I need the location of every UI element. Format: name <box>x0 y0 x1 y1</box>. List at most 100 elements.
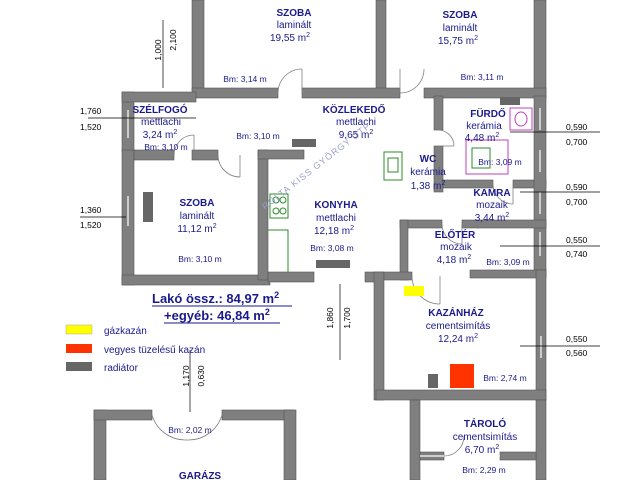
summary-other: +egyéb: 46,84 m2 <box>164 307 270 323</box>
dimension-lines <box>80 20 600 412</box>
svg-text:laminált: laminált <box>277 20 312 31</box>
dim-label: 1,520 <box>80 220 102 230</box>
room-garazs: GARÁZS Bm: 2,02 m <box>168 425 221 480</box>
dim-label: 0,550 <box>566 235 588 245</box>
dim-label: 1,700 <box>342 307 352 329</box>
legend-swatch-wood-boiler <box>66 344 92 353</box>
svg-text:3,24 m2: 3,24 m2 <box>143 129 178 141</box>
room-eloter: ELŐTÉR mozaik 4,18 m2 Bm: 3,09 m <box>435 228 530 267</box>
dim-label: 1,360 <box>80 205 102 215</box>
room-szelfogo: SZÉLFOGÓ mettlachi 3,24 m2 Bm: 3,10 m <box>133 103 188 152</box>
svg-text:laminált: laminált <box>443 23 478 34</box>
doors <box>151 68 514 457</box>
svg-text:Bm: 2,74 m: Bm: 2,74 m <box>483 373 526 383</box>
svg-text:laminált: laminált <box>180 211 215 222</box>
svg-text:Bm: 3,10 m: Bm: 3,10 m <box>178 254 221 264</box>
svg-text:KAZÁNHÁZ: KAZÁNHÁZ <box>428 306 484 319</box>
room-labels: SZOBA laminált 19,55 m2 Bm: 3,14 m SZOBA… <box>133 8 530 480</box>
svg-text:WC: WC <box>420 154 437 165</box>
room-szoba-3: SZOBA laminált 11,12 m2 Bm: 3,10 m <box>177 198 221 264</box>
dim-label: 0,550 <box>566 334 588 344</box>
dim-label: 1,860 <box>325 307 335 329</box>
svg-text:mettlachi: mettlachi <box>141 117 181 128</box>
legend-swatch-gas-boiler <box>65 324 93 335</box>
windows <box>127 108 542 457</box>
svg-text:kerámia: kerámia <box>410 167 446 178</box>
radiators <box>143 97 520 388</box>
svg-text:6,70 m2: 6,70 m2 <box>465 444 500 456</box>
svg-text:ELŐTÉR: ELŐTÉR <box>435 228 476 241</box>
svg-text:kerámia: kerámia <box>466 121 502 132</box>
svg-text:Bm: 3,10 m: Bm: 3,10 m <box>236 131 279 141</box>
legend-swatch-radiator <box>66 362 92 371</box>
svg-text:Bm: 3,14 m: Bm: 3,14 m <box>223 74 266 84</box>
svg-text:Bm: 3,11 m: Bm: 3,11 m <box>461 72 504 82</box>
kitchen-fixtures <box>268 151 403 272</box>
dim-label: 1,760 <box>80 106 102 116</box>
dim-label: 1,170 <box>181 365 191 387</box>
bathroom-fixtures <box>465 107 533 175</box>
room-wc: WC kerámia 1,38 m2 <box>410 154 446 192</box>
svg-text:SZÉLFOGÓ: SZÉLFOGÓ <box>133 103 188 116</box>
svg-text:12,18 m2: 12,18 m2 <box>314 225 354 237</box>
dim-label: 1,000 <box>153 39 163 61</box>
dim-label: 0,630 <box>196 365 206 387</box>
room-furdo: FÜRDŐ kerámia 4,48 m2 Bm: 3,09 m <box>465 107 522 167</box>
svg-text:4,48 m2: 4,48 m2 <box>465 132 500 144</box>
svg-text:12,24 m2: 12,24 m2 <box>438 333 478 345</box>
svg-text:KÖZLEKEDŐ: KÖZLEKEDŐ <box>323 103 386 116</box>
gas-boiler <box>404 286 424 296</box>
svg-text:SZOBA: SZOBA <box>443 10 478 21</box>
dim-label: 0,560 <box>566 348 588 358</box>
dim-label: 0,700 <box>566 137 588 147</box>
svg-text:radiátor: radiátor <box>104 363 139 374</box>
svg-text:GARÁZS: GARÁZS <box>179 469 222 480</box>
svg-text:11,12 m2: 11,12 m2 <box>177 223 216 235</box>
dim-label: 1,520 <box>80 122 102 132</box>
dim-label: 0,740 <box>566 249 588 259</box>
room-kamra: KAMRA mozaik 3,44 m2 <box>473 188 510 224</box>
svg-text:KONYHA: KONYHA <box>314 200 357 211</box>
svg-text:mozaik: mozaik <box>440 242 473 253</box>
svg-text:3,44 m2: 3,44 m2 <box>475 212 510 224</box>
svg-text:Bm: 3,09 m: Bm: 3,09 m <box>486 257 529 267</box>
wood-boiler <box>450 364 474 388</box>
dim-label: 2,100 <box>168 29 178 51</box>
room-kazanhaz: KAZÁNHÁZ cementsimítás 12,24 m2 Bm: 2,74… <box>426 306 527 383</box>
room-kozlekedo: KÖZLEKEDŐ mettlachi 9,65 m2 Bm: 3,10 m <box>236 103 385 141</box>
svg-text:KAMRA: KAMRA <box>473 188 510 199</box>
dimension-labels: 1,000 2,100 1,760 1,520 1,360 1,520 0,59… <box>80 29 588 387</box>
room-konyha: KONYHA mettlachi 12,18 m2 Bm: 3,08 m <box>310 200 357 253</box>
area-summary: Lakó össz.: 84,97 m2 +egyéb: 46,84 m2 <box>152 290 292 324</box>
svg-text:4,18 m2: 4,18 m2 <box>437 254 472 266</box>
svg-text:vegyes tüzelésű kazán: vegyes tüzelésű kazán <box>104 345 205 356</box>
room-tarolo: TÁROLÓ cementsimítás 6,70 m2 Bm: 2,29 m <box>453 417 517 475</box>
svg-text:15,75 m2: 15,75 m2 <box>438 35 478 47</box>
svg-text:Bm: 3,10 m: Bm: 3,10 m <box>144 142 187 152</box>
svg-text:cementsimítás: cementsimítás <box>426 321 490 332</box>
svg-text:SZOBA: SZOBA <box>277 8 312 19</box>
svg-text:SZOBA: SZOBA <box>180 198 215 209</box>
svg-text:TÁROLÓ: TÁROLÓ <box>464 417 506 430</box>
summary-living: Lakó össz.: 84,97 m2 <box>152 290 279 306</box>
svg-text:mettlachi: mettlachi <box>336 117 376 128</box>
svg-text:mozaik: mozaik <box>476 200 509 211</box>
svg-text:1,38 m2: 1,38 m2 <box>411 180 446 192</box>
svg-text:19,55 m2: 19,55 m2 <box>270 32 310 44</box>
room-szoba-1: SZOBA laminált 19,55 m2 Bm: 3,14 m <box>223 8 311 84</box>
walls <box>93 0 547 480</box>
svg-text:Bm: 3,08 m: Bm: 3,08 m <box>310 243 353 253</box>
svg-text:Bm: 2,02 m: Bm: 2,02 m <box>168 425 211 435</box>
room-szoba-2: SZOBA laminált 15,75 m2 Bm: 3,11 m <box>438 10 503 82</box>
svg-text:cementsimítás: cementsimítás <box>453 432 517 443</box>
svg-text:9,65 m2: 9,65 m2 <box>339 129 374 141</box>
legend: gázkazán vegyes tüzelésű kazán radiátor <box>65 324 205 374</box>
svg-text:Bm: 2,29 m: Bm: 2,29 m <box>462 465 505 475</box>
svg-text:Bm: 3,09 m: Bm: 3,09 m <box>478 157 521 167</box>
svg-text:gázkazán: gázkazán <box>104 326 147 337</box>
svg-text:FÜRDŐ: FÜRDŐ <box>470 107 506 120</box>
dim-label: 0,590 <box>566 122 588 132</box>
svg-text:mettlachi: mettlachi <box>316 213 356 224</box>
dim-label: 0,590 <box>566 182 588 192</box>
